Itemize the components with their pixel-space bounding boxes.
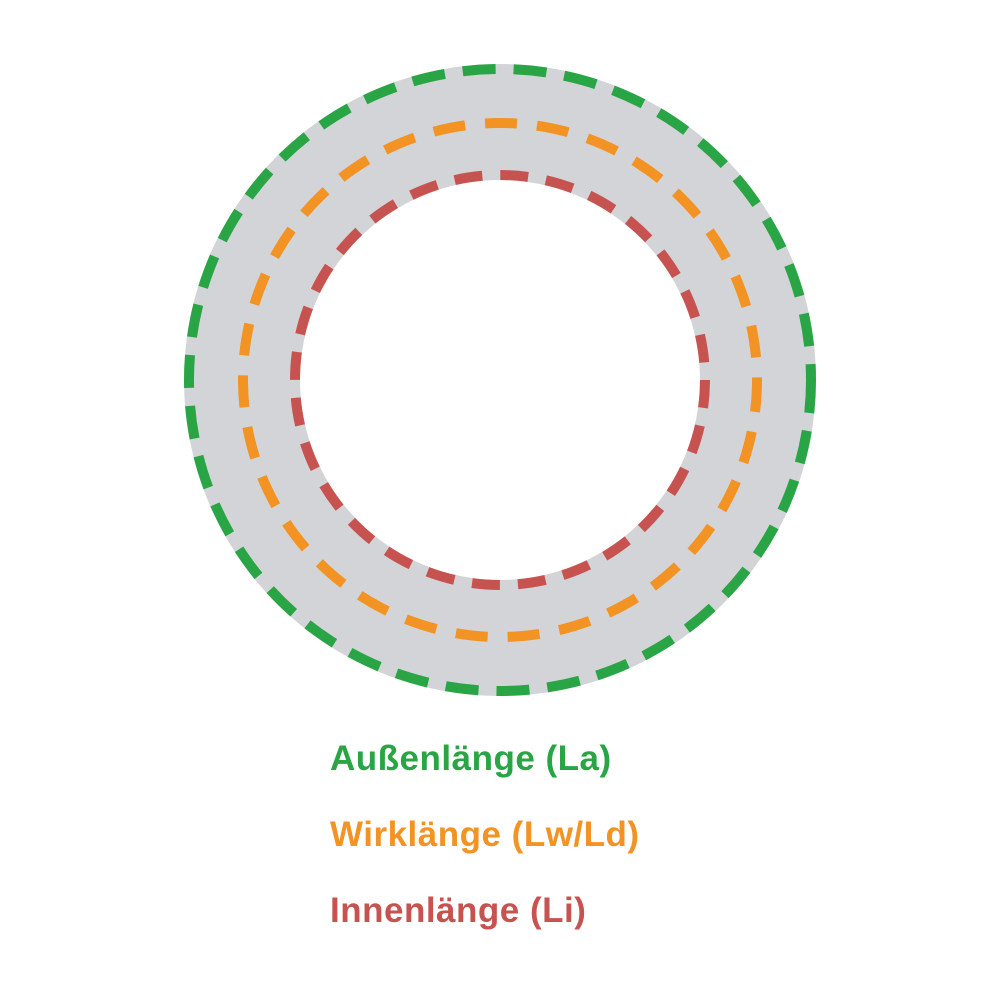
legend-aussenlaenge-label: Außenlänge (La): [330, 739, 612, 778]
legend-innenlaenge-label: Innenlänge (Li): [330, 891, 587, 930]
outer-length-circle: [184, 64, 816, 696]
inner-length-circle: [290, 170, 710, 590]
legend: Außenlänge (La) Wirklänge (Lw/Ld) Innenl…: [330, 741, 640, 928]
effective-length-circle: [238, 118, 762, 642]
belt-ring-hole: [300, 180, 700, 580]
legend-wirklaenge-label: Wirklänge (Lw/Ld): [330, 815, 640, 854]
